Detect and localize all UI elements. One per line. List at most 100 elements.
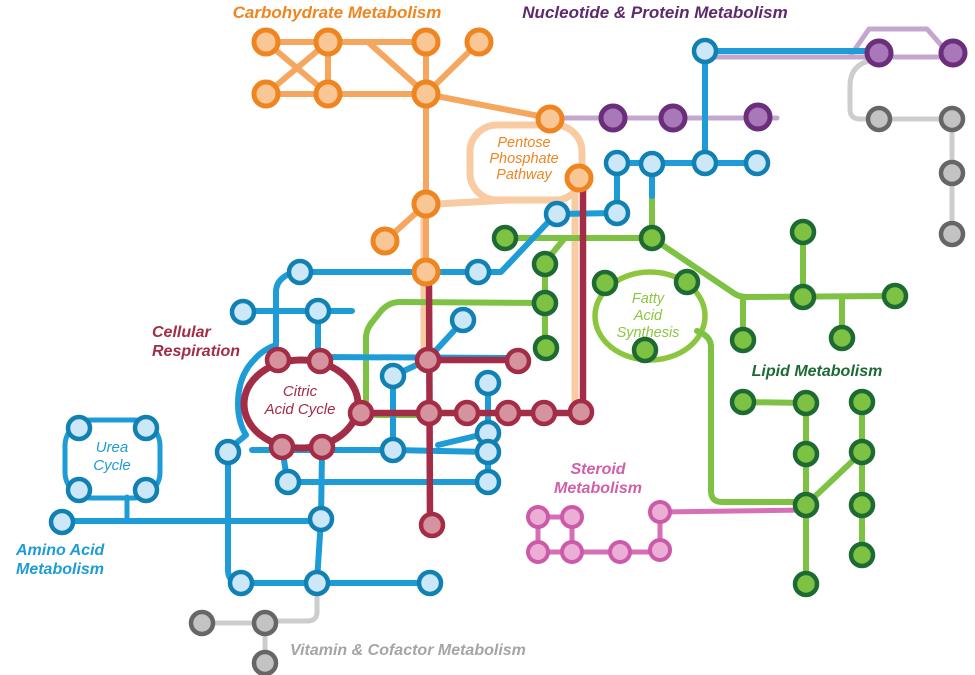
station-node-blue <box>65 414 93 442</box>
station-node-blue <box>603 199 631 227</box>
carb-diag-pentose <box>423 91 547 120</box>
station-node-gray <box>938 220 966 248</box>
station-node-maroon <box>306 347 334 375</box>
station-node-pink <box>648 500 672 524</box>
station-node-green <box>792 570 820 598</box>
station-node-gray <box>251 649 279 675</box>
station-node-blue <box>303 569 331 597</box>
station-node-green <box>848 388 876 416</box>
station-node-green <box>792 491 820 519</box>
station-node-maroon <box>415 399 443 427</box>
station-node-green <box>792 389 820 417</box>
station-node-maroon <box>530 399 558 427</box>
station-node-gray <box>865 105 893 133</box>
station-node-maroon <box>347 399 375 427</box>
station-node-blue <box>474 438 502 466</box>
station-node-blue <box>691 149 719 177</box>
station-node-green <box>848 491 876 519</box>
station-node-green <box>631 336 659 364</box>
station-node-carb <box>411 189 441 219</box>
station-node-green <box>848 541 876 569</box>
station-node-maroon <box>567 398 595 426</box>
station-node-maroon <box>308 433 336 461</box>
station-node-blue <box>543 200 571 228</box>
pentose-ring <box>466 121 586 204</box>
station-node-blue <box>65 476 93 504</box>
station-node-blue <box>304 297 332 325</box>
station-node-blue <box>286 258 314 286</box>
station-node-blue <box>691 37 719 65</box>
station-node-blue <box>132 476 160 504</box>
station-node-green <box>789 283 817 311</box>
station-node-carb <box>411 79 441 109</box>
station-node-blue <box>416 569 444 597</box>
station-node-blue <box>379 362 407 390</box>
station-node-pink <box>526 505 550 529</box>
station-node-gray <box>188 609 216 637</box>
station-node-blue <box>474 468 502 496</box>
station-node-blue <box>464 258 492 286</box>
station-node-maroon <box>453 399 481 427</box>
station-node-green <box>828 324 856 352</box>
station-node-blue <box>603 149 631 177</box>
label-lipid: Lipid Metabolism <box>752 363 883 380</box>
station-node-carb <box>313 79 343 109</box>
label-vitamin: Vitamin & Cofactor Metabolism <box>290 642 526 659</box>
nucleotide-bypass <box>848 26 952 58</box>
station-node-carb <box>464 27 494 57</box>
station-node-gray <box>251 609 279 637</box>
station-node-maroon <box>494 399 522 427</box>
steroid-to-lipid <box>657 507 809 515</box>
station-node-blue <box>474 369 502 397</box>
station-node-green <box>638 224 666 252</box>
lipid-diag-main <box>649 235 898 300</box>
station-node-green <box>491 224 519 252</box>
station-node-maroon <box>264 346 292 374</box>
urea-ring <box>62 417 163 501</box>
station-node-green <box>789 218 817 246</box>
station-node-green <box>591 269 619 297</box>
station-node-purple <box>743 102 773 132</box>
station-node-carb <box>313 27 343 57</box>
station-node-blue <box>743 149 771 177</box>
station-node-blue <box>227 569 255 597</box>
station-node-carb <box>564 163 594 193</box>
station-node-green <box>531 250 559 278</box>
station-node-carb <box>251 27 281 57</box>
station-node-blue <box>214 438 242 466</box>
station-node-pink <box>560 540 584 564</box>
station-node-carb <box>411 257 441 287</box>
station-node-green <box>848 438 876 466</box>
station-node-blue <box>449 306 477 334</box>
station-node-green <box>729 388 757 416</box>
cofactor-elbow-bottom <box>262 586 320 624</box>
amino-arc-citric <box>225 269 300 453</box>
station-node-purple <box>658 103 688 133</box>
station-node-green <box>531 289 559 317</box>
station-node-maroon <box>418 511 446 539</box>
fatty-tail-down <box>694 328 809 505</box>
station-node-pink <box>648 538 672 562</box>
label-carbohydrate: Carbohydrate Metabolism <box>233 3 442 22</box>
station-node-blue <box>132 414 160 442</box>
station-node-blue <box>229 298 257 326</box>
station-node-blue <box>638 150 666 178</box>
station-node-pink <box>560 505 584 529</box>
station-node-maroon <box>414 346 442 374</box>
station-node-green <box>729 326 757 354</box>
station-node-green <box>881 282 909 310</box>
station-node-pink <box>526 540 550 564</box>
station-node-purple <box>938 38 968 68</box>
cofactor-line-topright <box>847 57 955 122</box>
station-node-maroon <box>504 347 532 375</box>
station-node-pink <box>608 540 632 564</box>
station-node-blue <box>48 508 76 536</box>
station-node-green <box>792 440 820 468</box>
